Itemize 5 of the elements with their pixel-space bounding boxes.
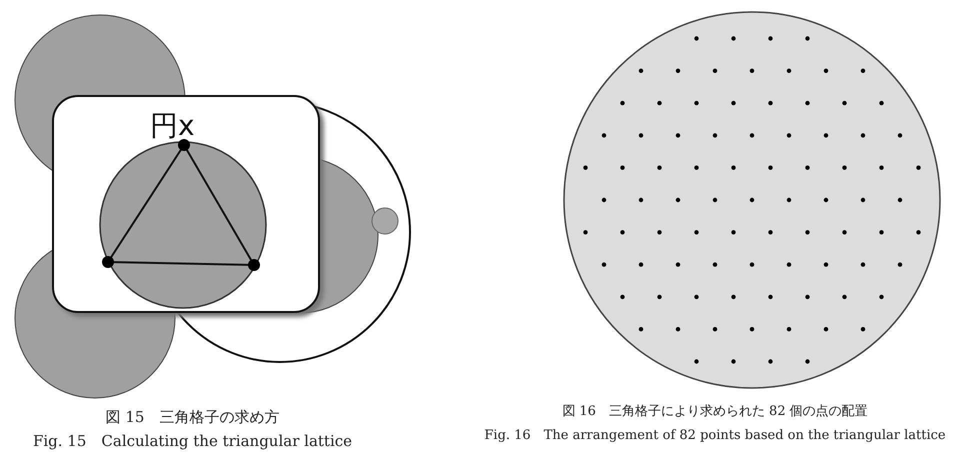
figure-caption: 図 16 三角格子により求められた 82 個の点の配置 <box>561 403 869 420</box>
circle-label: 円x <box>150 111 195 141</box>
figure-caption: 図 15 三角格子の求め方 <box>104 408 280 427</box>
figure-caption: Fig. 15 Calculating the triangular lattice <box>32 432 354 451</box>
figure-caption: Fig. 16 The arrangement of 82 points based on the triangular lattice <box>483 427 947 444</box>
